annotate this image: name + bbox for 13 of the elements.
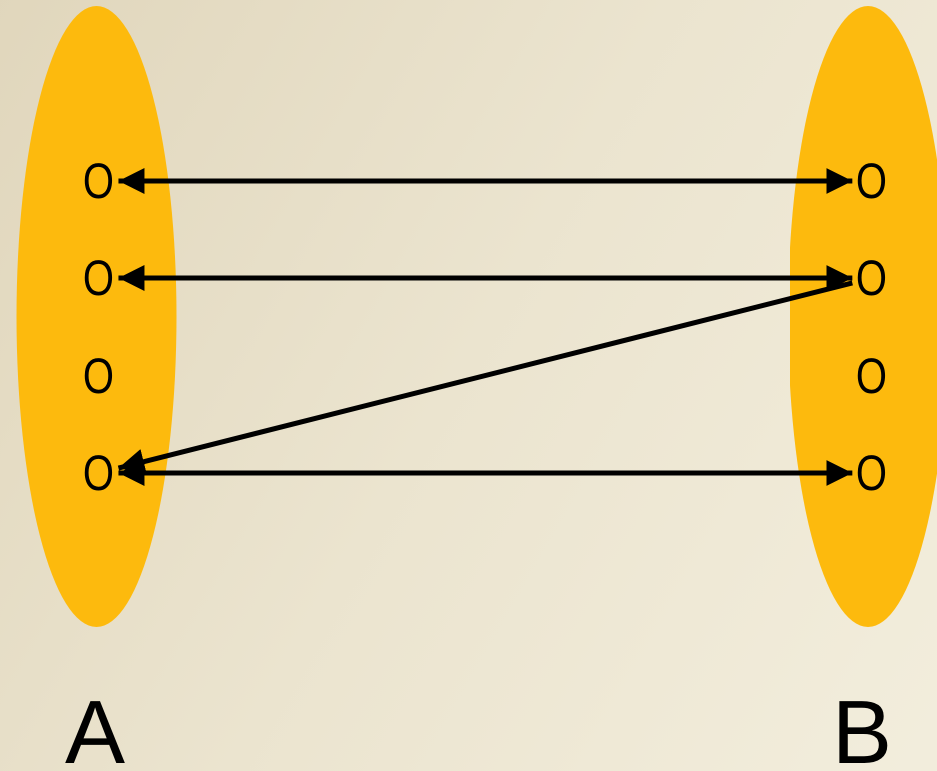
arrow <box>118 460 852 486</box>
set-element: O <box>83 356 114 396</box>
set-label: B <box>832 688 892 771</box>
set-element: O <box>856 161 888 201</box>
set-element: O <box>856 453 888 493</box>
set-element: O <box>83 161 114 201</box>
set-element: O <box>83 453 114 493</box>
set-element: O <box>83 258 114 298</box>
set-element: O <box>856 258 888 298</box>
set-element: O <box>856 356 888 396</box>
set-label: A <box>65 688 126 771</box>
arrow <box>118 168 852 194</box>
arrow <box>118 265 852 291</box>
